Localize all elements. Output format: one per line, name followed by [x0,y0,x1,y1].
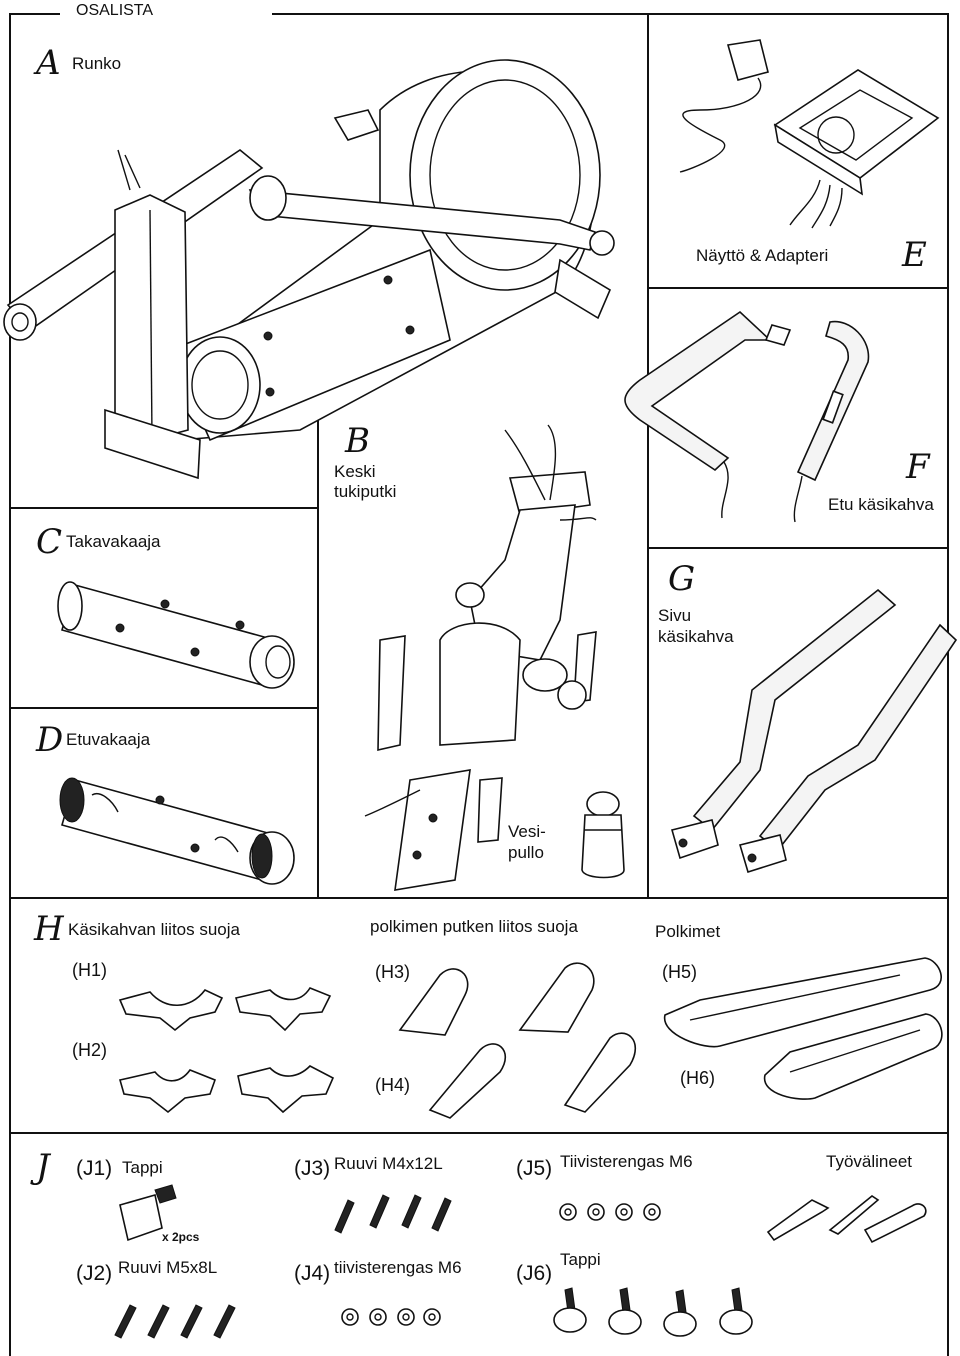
j1-name: Tappi [122,1158,163,1177]
middle-post-illustration [364,424,597,891]
part-a-name: Runko [72,54,122,73]
part-e-name: Näyttö & Adapteri [696,246,829,265]
code-h6: (H6) [680,1068,715,1088]
part-g-letter: G [668,559,696,599]
hardware-illustration [114,1184,927,1339]
washers-j4 [341,1308,441,1326]
code-h4: (H4) [375,1075,410,1095]
j2-name: Ruuvi M5x8L [118,1258,218,1277]
bottle-name-line2: pullo [508,843,544,862]
pedal-cover-name: polkimen putken liitos suoja [370,917,578,936]
tools-name: Työvälineet [826,1152,912,1171]
part-j-letter: J [36,1147,50,1187]
part-a-letter: A [36,43,61,83]
code-j4: (J4) [294,1262,331,1285]
code-h5: (H5) [662,962,697,982]
page-title: OSALISTA [70,2,160,20]
part-h-name: Käsikahvan liitos suoja [68,920,240,939]
front-stabilizer-illustration [59,777,295,885]
part-b-letter: B [345,421,370,461]
frame-runko-illustration [3,59,615,480]
knobs-j6 [553,1287,753,1337]
code-h2: (H2) [72,1040,107,1060]
screws-j2 [114,1304,236,1339]
part-h-letter: H [34,909,64,949]
part-d-name: Etuvakaaja [66,730,151,749]
j6-name: Tappi [560,1250,601,1269]
j1-qty: x 2pcs [162,1230,200,1244]
code-j6: (J6) [516,1262,553,1285]
part-b-name-line2: tukiputki [334,482,397,501]
pedals-name: Polkimet [655,922,721,941]
tools-illustration [766,1195,927,1244]
water-bottle-illustration [581,791,625,879]
part-c-letter: C [36,522,63,562]
console-adapter-illustration [679,39,940,229]
code-j3: (J3) [294,1157,331,1180]
side-handlebars-illustration [671,588,958,874]
part-g-name-line1: Sivu [658,606,692,625]
code-j1: (J1) [76,1157,113,1180]
washers-j5 [559,1203,661,1221]
screws-j3 [334,1194,452,1234]
part-d-letter: D [36,720,64,760]
code-h3: (H3) [375,962,410,982]
j3-name: Ruuvi M4x12L [334,1154,443,1173]
front-handlebar-illustration [624,310,870,523]
part-f-name: Etu käsikahva [828,495,934,514]
part-e-letter: E [902,235,927,275]
j4-name: tiivisterengas M6 [334,1258,462,1277]
bottle-name-line1: Vesi- [508,822,546,841]
code-h1: (H1) [72,960,107,980]
rear-stabilizer-illustration [57,581,295,689]
j5-name: Tiivisterengas M6 [560,1152,693,1171]
code-j5: (J5) [516,1157,553,1180]
code-j2: (J2) [76,1262,113,1285]
part-c-name: Takavakaaja [66,532,161,551]
pedals-illustration [664,957,943,1100]
part-b-name-line1: Keski [334,462,376,481]
part-f-letter: F [906,447,930,487]
pedal-tube-covers-illustration [398,962,637,1119]
hand-covers-illustration [118,987,335,1114]
part-g-name-line2: käsikahva [658,627,734,646]
